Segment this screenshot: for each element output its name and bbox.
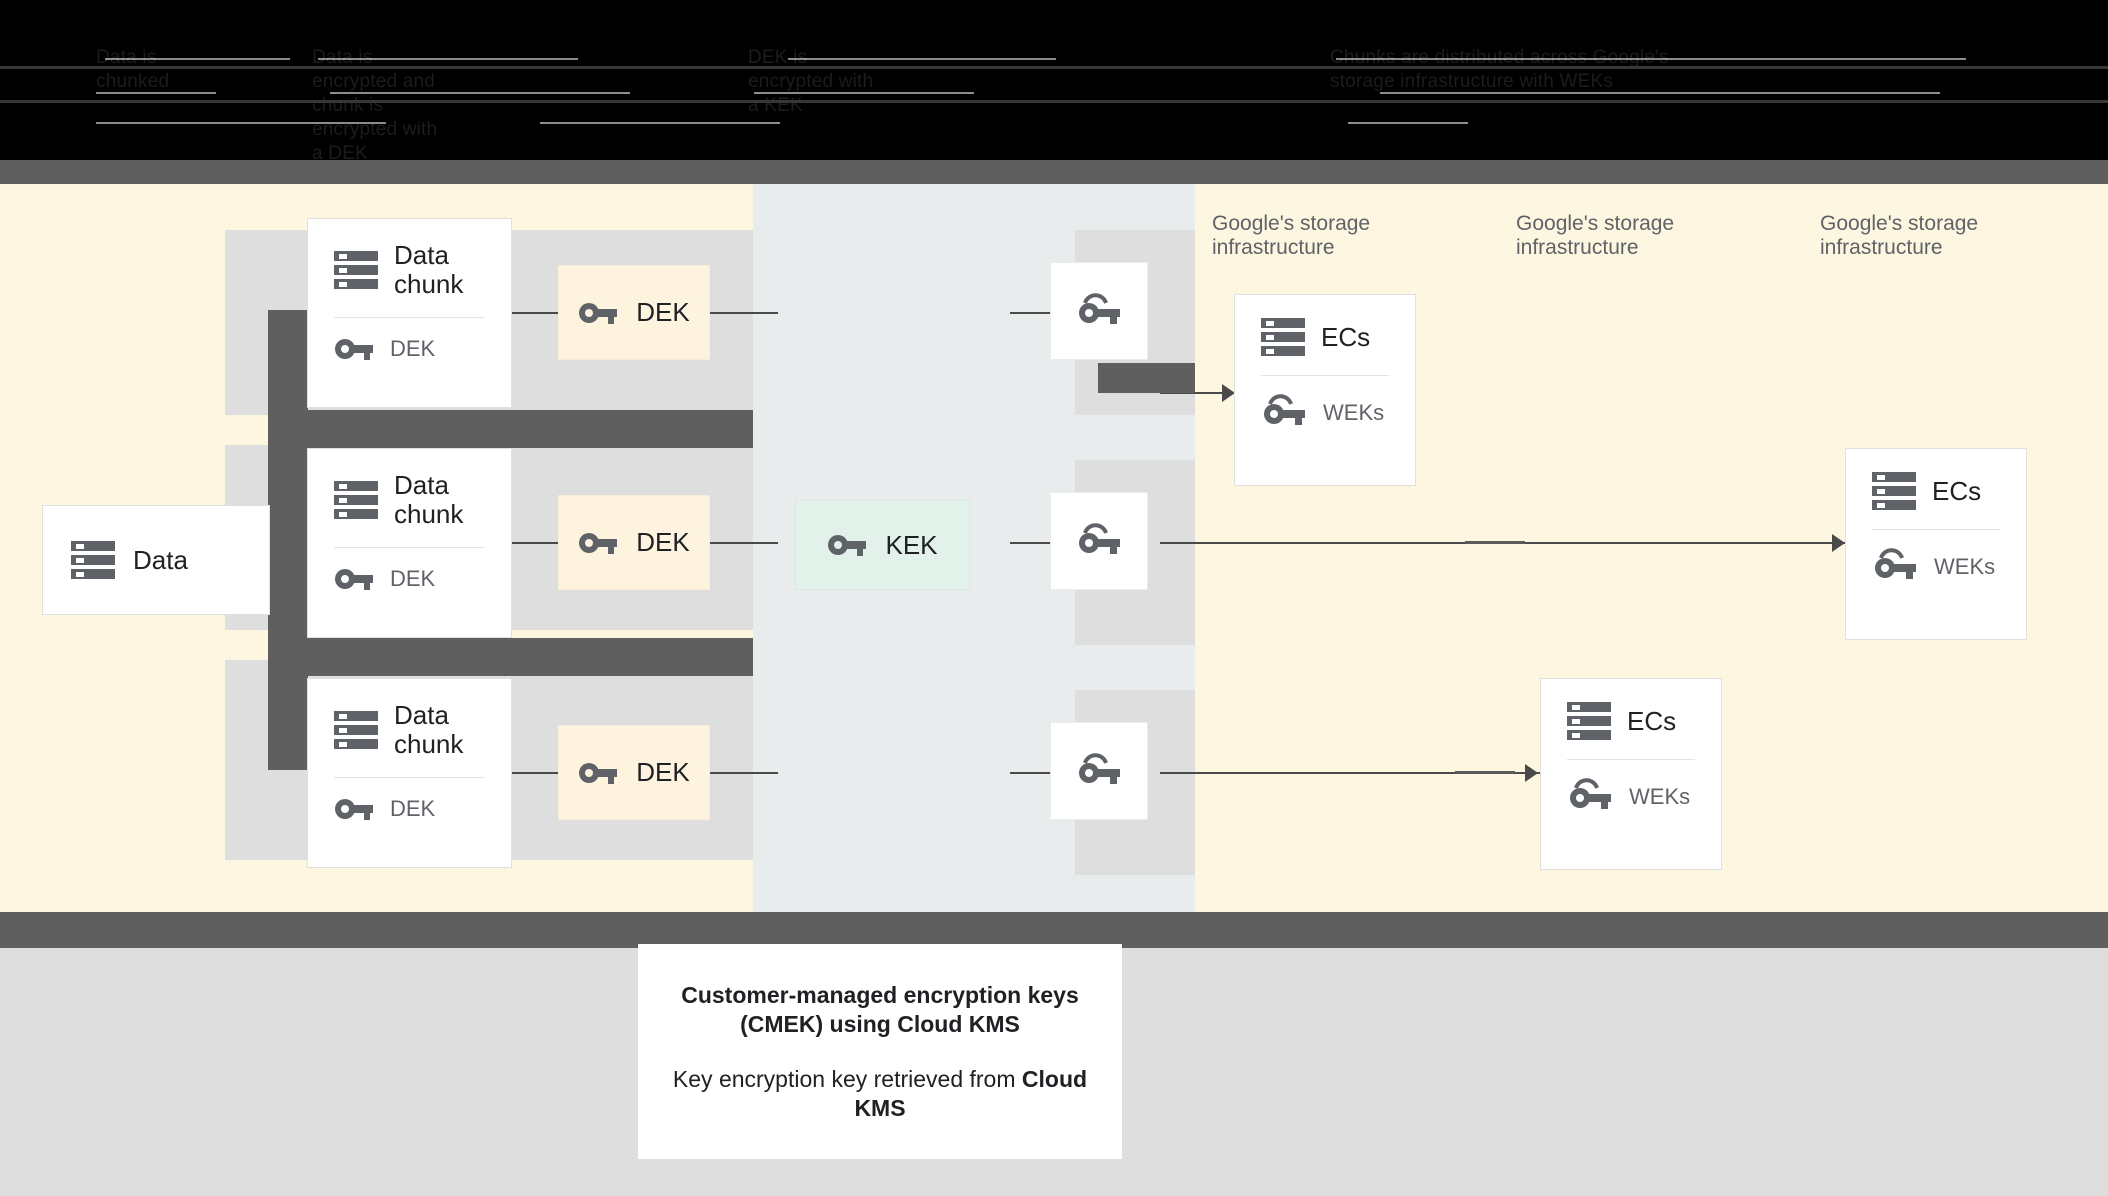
header-column-2: Data is encrypted and chunk is encrypted… (312, 47, 438, 160)
occlusion-bar-row2 (268, 638, 753, 676)
card-chunk-key-label: DEK (390, 336, 436, 361)
keybox-kek: KEK (795, 500, 970, 590)
arrowhead-ec3 (1525, 764, 1538, 782)
keybox-dek-label: DEK (636, 527, 690, 557)
caption-line-2-prefix: Key encryption key retrieved from (672, 1065, 1022, 1092)
card-data-title: Data (133, 544, 188, 575)
connector-chunk3-to-dek (512, 772, 560, 774)
connector-wek2-accent (1465, 541, 1525, 544)
card-separator (1261, 375, 1389, 376)
label-storage-infrastructure-2: Google's storage infrastructure (1516, 212, 1675, 259)
arrowhead-ec2 (1832, 534, 1845, 552)
card-data-chunk-2: Data chunk DEK (307, 448, 512, 638)
wekbox-3 (1050, 722, 1148, 820)
wrapped-key-icon (1076, 292, 1122, 330)
server-stack-icon (71, 540, 115, 580)
wrapped-key-icon (1076, 522, 1122, 560)
occlusion-vertical-left (268, 310, 308, 770)
key-icon (578, 300, 618, 326)
key-icon (334, 566, 374, 592)
card-ecs-key-label: WEKs (1934, 553, 1996, 579)
card-chunk-title: Data chunk (394, 700, 464, 759)
card-ecs-title: ECs (1321, 321, 1371, 352)
connector-wek3-accent (1455, 771, 1515, 774)
card-separator (1567, 759, 1695, 760)
connector-kek-to-wek1 (1010, 312, 1068, 314)
key-icon (578, 760, 618, 786)
header-text-rows: Data is chunked Data is encrypted and ch… (0, 44, 2108, 160)
key-icon (578, 530, 618, 556)
caption-line-2-strong: Cloud KMS (854, 1065, 1088, 1121)
card-separator (334, 317, 485, 318)
wrapped-key-icon (1076, 752, 1122, 790)
keybox-dek-label: DEK (636, 757, 690, 787)
card-chunk-title: Data chunk (394, 240, 464, 299)
label-storage-infrastructure-3: Google's storage infrastructure (1820, 212, 1979, 259)
card-ecs-key-label: WEKs (1323, 399, 1385, 425)
card-chunk-key-label: DEK (390, 796, 436, 821)
server-stack-icon (334, 710, 378, 750)
card-data-chunk-3: Data chunk DEK (307, 678, 512, 868)
header-column-4: Chunks are distributed across Google's s… (1330, 47, 1669, 92)
keybox-dek-3: DEK (558, 725, 710, 820)
connector-chunk1-to-dek (512, 312, 560, 314)
server-stack-icon (1872, 471, 1916, 511)
card-ecs-3: ECs WEKs (1540, 678, 1722, 870)
divider-bottom (0, 912, 2108, 948)
key-icon (334, 796, 374, 822)
card-ecs-1: ECs WEKs (1234, 294, 1416, 486)
card-separator (1872, 529, 2000, 530)
keybox-dek-2: DEK (558, 495, 710, 590)
keybox-dek-label: DEK (636, 297, 690, 327)
card-data-chunk-1: Data chunk DEK (307, 218, 512, 408)
wrapped-key-icon (1872, 548, 1918, 585)
key-icon (827, 532, 867, 558)
header-column-1: Data is chunked (96, 47, 170, 92)
divider-top (0, 160, 2108, 184)
label-storage-infrastructure-1: Google's storage infrastructure (1212, 212, 1371, 259)
card-ecs-title: ECs (1932, 475, 1982, 506)
occlusion-bar-wek1 (1098, 363, 1195, 393)
connector-wek3-to-ec3 (1160, 772, 1540, 774)
caption-line-2: Key encryption key retrieved from Cloud … (668, 1065, 1092, 1123)
occlusion-bar-row1 (268, 410, 753, 448)
connector-dek3-out (710, 772, 778, 774)
connector-dek2-out (710, 542, 778, 544)
card-data: Data (42, 505, 270, 615)
wekbox-2 (1050, 492, 1148, 590)
arrowhead-ec1 (1222, 384, 1235, 402)
server-stack-icon (334, 250, 378, 290)
connector-dek1-out (710, 312, 778, 314)
wrapped-key-icon (1261, 394, 1307, 431)
server-stack-icon (334, 480, 378, 520)
caption-card: Customer-managed encryption keys (CMEK) … (638, 944, 1122, 1159)
connector-kek-to-wek3 (1010, 772, 1068, 774)
connector-kek-to-wek2 (1010, 542, 1068, 544)
card-chunk-key-label: DEK (390, 566, 436, 591)
caption-line-1: Customer-managed encryption keys (CMEK) … (681, 981, 1079, 1037)
header-column-3: DEK is encrypted with a KEK (748, 47, 874, 116)
server-stack-icon (1567, 701, 1611, 741)
connector-wek1-to-ec1 (1160, 392, 1230, 394)
card-ecs-2: ECs WEKs (1845, 448, 2027, 640)
wekbox-1 (1050, 262, 1148, 360)
keybox-kek-label: KEK (885, 529, 938, 560)
card-separator (334, 777, 485, 778)
key-icon (334, 336, 374, 362)
header-band-obscured: Data is chunked Data is encrypted and ch… (0, 0, 2108, 160)
server-stack-icon (1261, 317, 1305, 357)
card-ecs-title: ECs (1627, 705, 1677, 736)
wrapped-key-icon (1567, 778, 1613, 815)
card-ecs-key-label: WEKs (1629, 783, 1691, 809)
card-chunk-title: Data chunk (394, 470, 464, 529)
card-separator (334, 547, 485, 548)
keybox-dek-1: DEK (558, 265, 710, 360)
connector-chunk2-to-dek (512, 542, 560, 544)
